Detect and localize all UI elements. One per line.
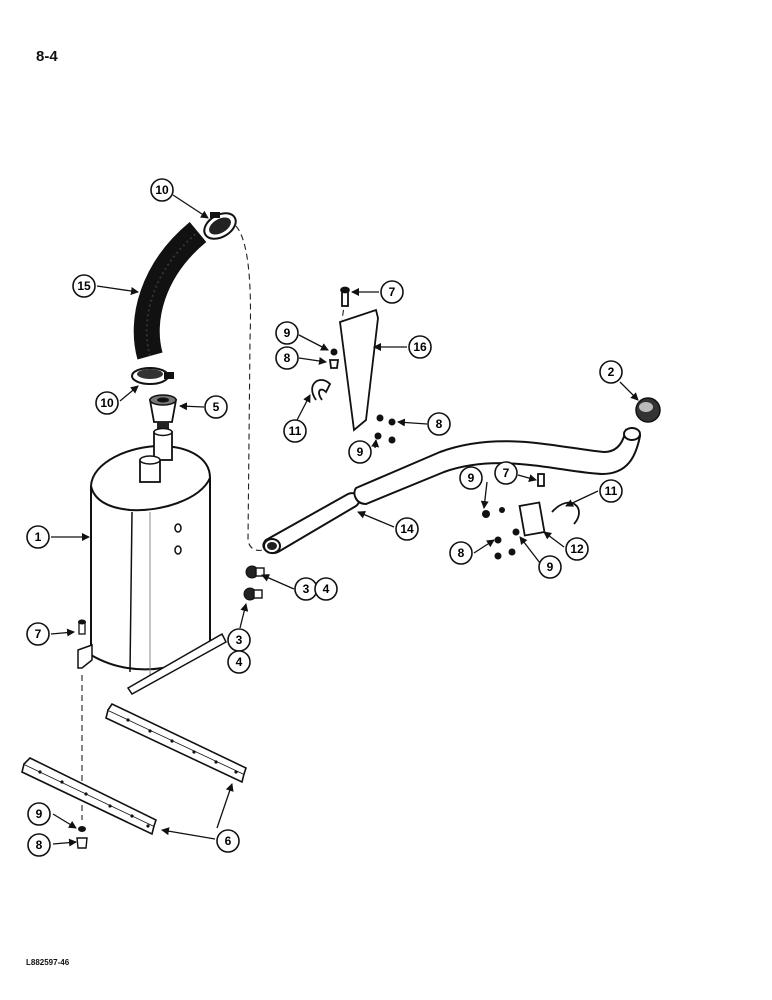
callout-label: 7	[503, 466, 510, 480]
callout-8: 8	[427, 412, 451, 436]
callout-circle	[348, 440, 372, 464]
callout-15: 15	[72, 274, 96, 298]
callout-7: 7	[494, 461, 518, 485]
callout-label: 12	[570, 542, 584, 556]
callout-circle	[26, 622, 50, 646]
exhaust-pipe	[262, 427, 642, 554]
callout-label: 6	[225, 834, 232, 848]
callout-label: 9	[468, 471, 475, 485]
rain-cap	[635, 397, 661, 423]
callout-circle	[565, 537, 589, 561]
callout-label: 3	[236, 633, 243, 647]
callout-circle	[314, 577, 338, 601]
callout-9: 9	[348, 440, 372, 464]
callout-label: 3	[303, 582, 310, 596]
support-bracket	[311, 286, 396, 444]
callout-4: 4	[227, 650, 251, 674]
adapter	[148, 394, 178, 430]
callout-9: 9	[538, 555, 562, 579]
callout-label: 9	[547, 560, 554, 574]
callout-circle	[427, 412, 451, 436]
callout-label: 9	[284, 326, 291, 340]
callout-label: 8	[436, 417, 443, 431]
callout-6: 6	[216, 829, 240, 853]
callout-label: 10	[155, 183, 169, 197]
callout-label: 16	[413, 340, 427, 354]
callout-circle	[227, 650, 251, 674]
callout-circle	[395, 517, 419, 541]
callout-label: 7	[389, 285, 396, 299]
callout-label: 8	[458, 546, 465, 560]
callout-4: 4	[314, 577, 338, 601]
callout-label: 8	[284, 351, 291, 365]
callout-circle	[95, 391, 119, 415]
callout-1: 1	[26, 525, 50, 549]
callout-3: 3	[227, 628, 251, 652]
callout-3: 3	[294, 577, 318, 601]
callout-label: 9	[357, 445, 364, 459]
callout-circle	[204, 395, 228, 419]
callout-label: 9	[36, 807, 43, 821]
callout-circle	[150, 178, 174, 202]
hose-clamp-bottom	[131, 367, 174, 385]
callout-9: 9	[459, 466, 483, 490]
callout-circle	[459, 466, 483, 490]
callout-circle	[599, 360, 623, 384]
callout-7: 7	[380, 280, 404, 304]
callout-circle	[26, 525, 50, 549]
callout-circle	[275, 321, 299, 345]
callout-label: 8	[36, 838, 43, 852]
callout-label: 11	[605, 484, 618, 498]
callout-label: 1	[35, 530, 42, 544]
callout-circle	[72, 274, 96, 298]
callout-11: 11	[283, 419, 307, 443]
muffler	[77, 427, 227, 695]
callout-7: 7	[26, 622, 50, 646]
page-number: 8-4	[36, 48, 58, 65]
callout-circle	[408, 335, 432, 359]
callout-circle	[494, 461, 518, 485]
callout-label: 2	[608, 365, 615, 379]
leader-lines	[50, 194, 639, 847]
callout-circle	[599, 479, 623, 503]
hose-clamp-top	[203, 212, 237, 240]
callout-label: 7	[35, 627, 42, 641]
callout-label: 5	[213, 400, 220, 414]
callout-circle	[538, 555, 562, 579]
hardware-left	[76, 619, 88, 849]
callout-10: 10	[95, 391, 119, 415]
callout-11: 11	[599, 479, 623, 503]
callout-9: 9	[27, 802, 51, 826]
callout-5: 5	[204, 395, 228, 419]
callout-14: 14	[395, 517, 419, 541]
callout-label: 4	[236, 655, 243, 669]
callout-12: 12	[565, 537, 589, 561]
drain-fittings	[243, 565, 265, 601]
callout-2: 2	[599, 360, 623, 384]
callout-circle	[275, 346, 299, 370]
callout-label: 10	[100, 396, 114, 410]
callout-label: 14	[400, 522, 414, 536]
callout-10: 10	[150, 178, 174, 202]
callout-label: 11	[289, 424, 302, 438]
callout-8: 8	[449, 541, 473, 565]
callout-circle	[27, 833, 51, 857]
hardware-right	[482, 473, 580, 560]
callout-circle	[449, 541, 473, 565]
callout-circle	[283, 419, 307, 443]
mounting-bars	[21, 702, 247, 836]
callout-circle	[27, 802, 51, 826]
callout-label: 4	[323, 582, 330, 596]
callout-8: 8	[27, 833, 51, 857]
callout-circle	[216, 829, 240, 853]
figure-reference: L882597-46	[26, 958, 70, 967]
flex-hose	[133, 221, 207, 360]
callout-16: 16	[408, 335, 432, 359]
callout-9: 9	[275, 321, 299, 345]
callout-circle	[380, 280, 404, 304]
callout-label: 15	[77, 279, 91, 293]
callout-8: 8	[275, 346, 299, 370]
